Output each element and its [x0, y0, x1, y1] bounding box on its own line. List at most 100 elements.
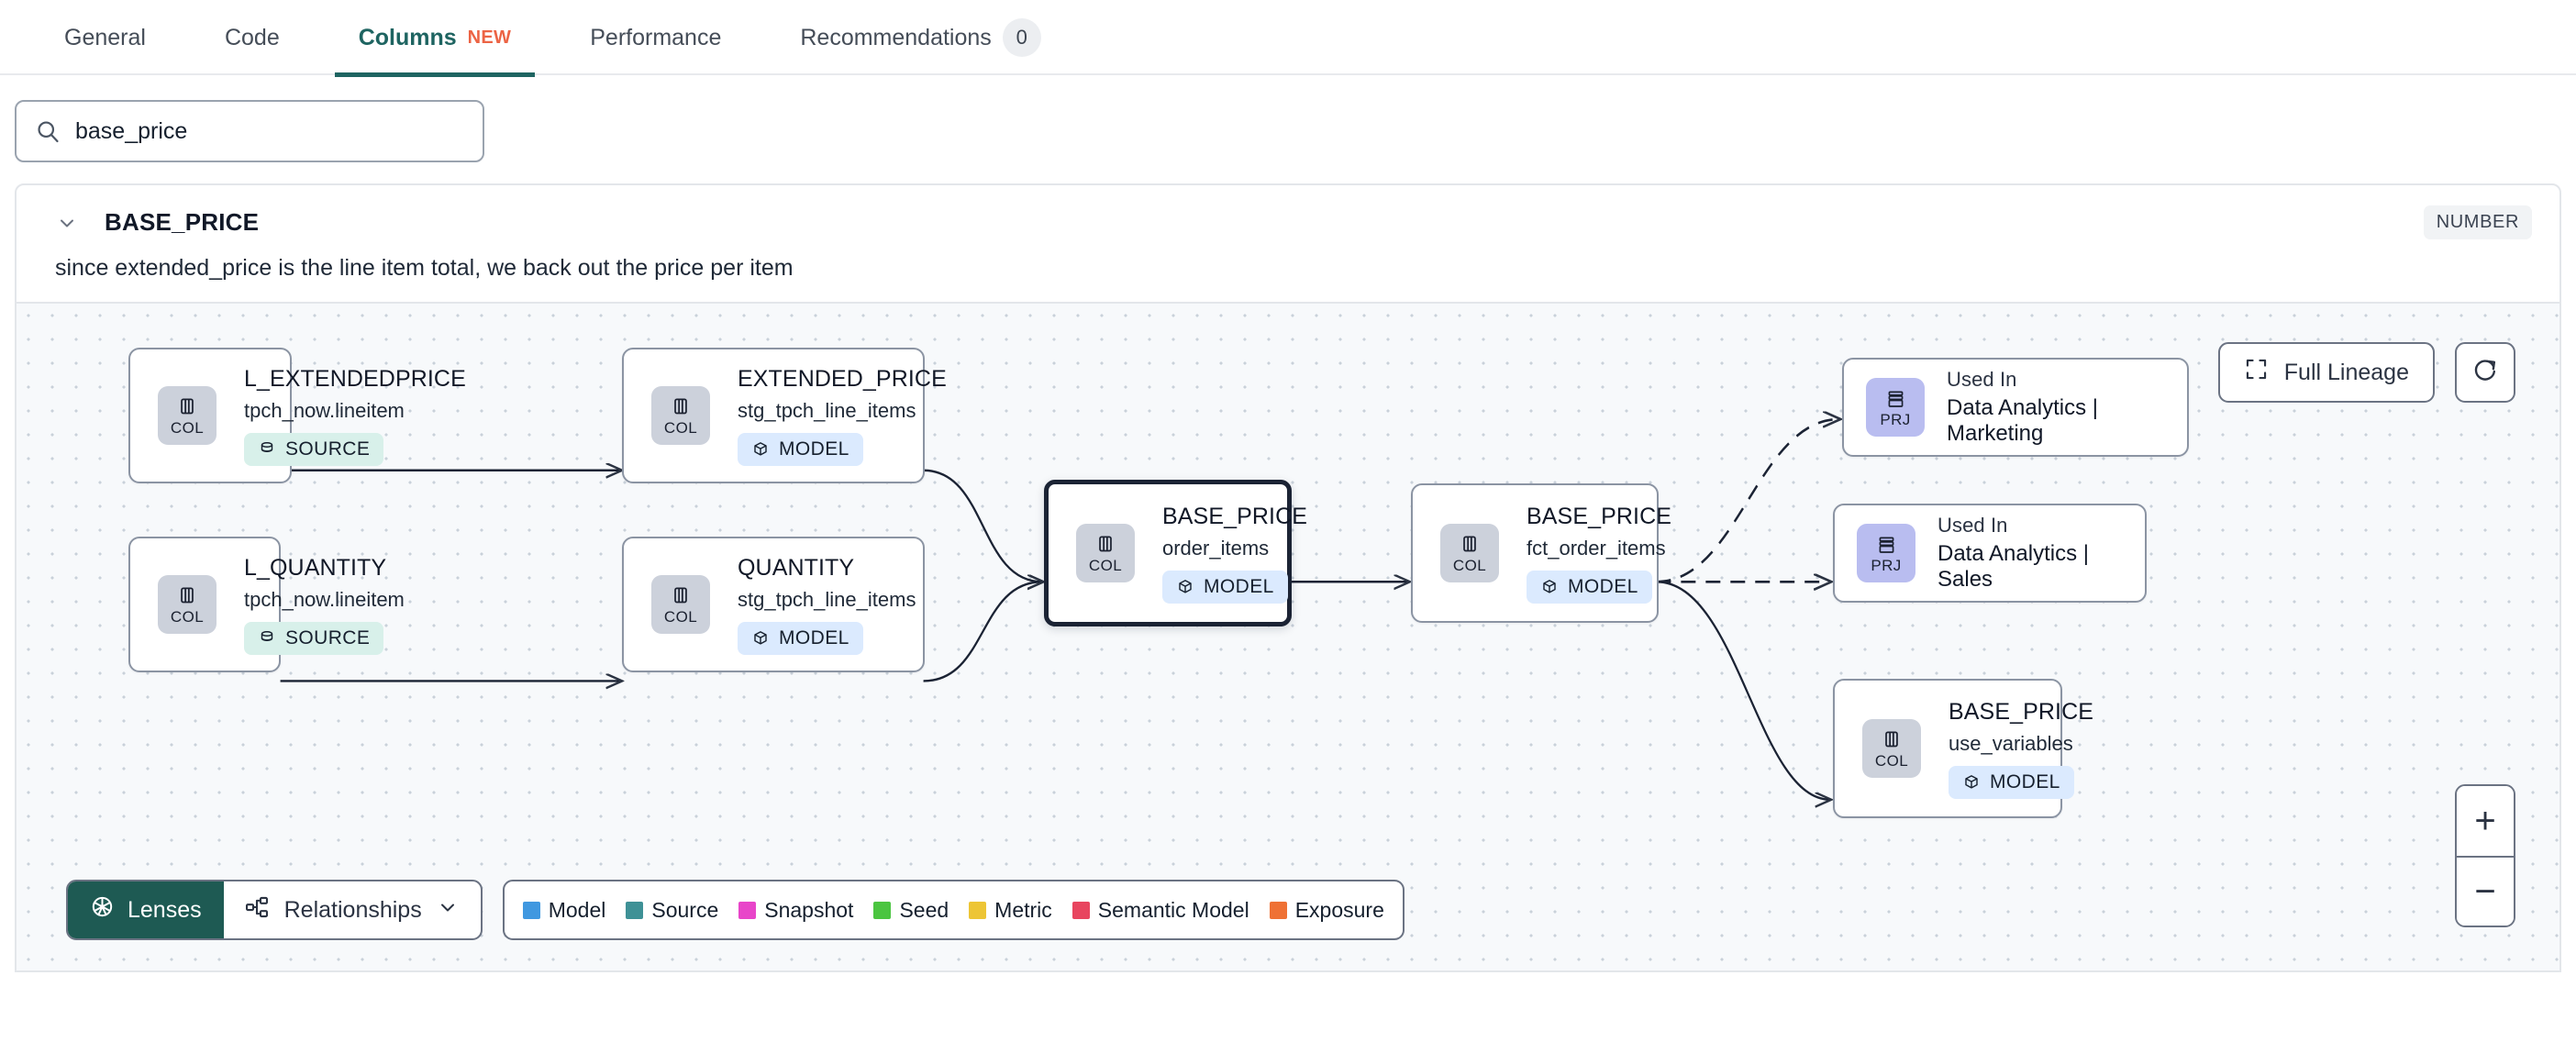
node-subtitle: use_variables — [1949, 731, 2073, 755]
tab-columns-label: Columns — [358, 24, 457, 50]
node-subtitle: stg_tpch_line_items — [738, 587, 916, 611]
lineage-node-project-marketing[interactable]: PRJ Used In Data Analytics | Marketing — [1842, 358, 2189, 457]
legend-swatch — [738, 901, 757, 919]
full-lineage-label: Full Lineage — [2283, 359, 2409, 385]
column-type-badge: NUMBER — [2423, 205, 2532, 239]
database-icon — [261, 630, 273, 641]
node-subtitle: stg_tpch_line_items — [738, 398, 916, 422]
node-chip-wrap: COL — [624, 575, 738, 634]
node-body: L_QUANTITY tpch_now.lineitem SOURCE — [244, 555, 425, 655]
legend-item-semantic-model: Semantic Model — [1071, 898, 1249, 923]
node-type-badge: SOURCE — [244, 432, 384, 466]
column-chip: COL — [1076, 524, 1135, 582]
lineage-node-extended-price[interactable]: COL EXTENDED_PRICE stg_tpch_line_items M… — [622, 348, 947, 483]
tab-general-label: General — [64, 24, 146, 50]
node-title: QUANTITY — [738, 554, 855, 581]
aperture-icon — [90, 894, 115, 926]
column-chip: COL — [158, 386, 217, 445]
node-title: BASE_PRICE — [1162, 503, 1308, 529]
search-box[interactable] — [15, 100, 484, 162]
tab-recommendations[interactable]: Recommendations 0 — [776, 0, 1064, 75]
tab-performance[interactable]: Performance — [566, 0, 745, 75]
node-type-badge-label: SOURCE — [285, 626, 371, 648]
column-detail-card: BASE_PRICE NUMBER since extended_price i… — [15, 183, 2561, 972]
chevron-down-icon — [437, 896, 459, 925]
lineage-node-base-price-fct-order-items[interactable]: COL BASE_PRICE fct_order_items MODEL — [1411, 483, 1671, 623]
zoom-in-button[interactable]: + — [2457, 786, 2514, 856]
tab-code-label: Code — [224, 24, 280, 50]
chip-label: COL — [663, 608, 698, 626]
chip-label: PRJ — [1880, 410, 1911, 428]
lineage-node-base-price-use-variables[interactable]: COL BASE_PRICE use_variables MODEL — [1833, 679, 2093, 818]
node-type-badge: MODEL — [1949, 765, 2074, 799]
refresh-icon — [2471, 356, 2499, 390]
search-area — [0, 75, 2576, 162]
archive-icon — [1879, 537, 1893, 553]
lineage-canvas[interactable]: COL L_EXTENDEDPRICE tpch_now.lineitem SO… — [17, 302, 2559, 970]
node-title: BASE_PRICE — [1949, 698, 2094, 725]
node-chip-wrap: COL — [130, 575, 244, 634]
node-type-badge-label: MODEL — [779, 626, 849, 648]
node-body: Used In Data Analytics | Marketing — [1947, 368, 2187, 447]
node-body: BASE_PRICE fct_order_items MODEL — [1527, 504, 1692, 604]
relationships-dropdown[interactable]: Relationships — [224, 881, 481, 938]
chip-label: COL — [1874, 752, 1909, 770]
node-chip-wrap: PRJ — [1844, 378, 1947, 437]
chip-label: COL — [170, 608, 205, 626]
tab-general[interactable]: General — [40, 0, 170, 75]
legend-swatch — [1269, 901, 1287, 919]
chip-label: COL — [170, 419, 205, 437]
node-chip-wrap: COL — [624, 386, 738, 445]
full-lineage-button[interactable]: Full Lineage — [2217, 342, 2435, 403]
lineage-bottom-bar: Lenses Relationships — [66, 880, 1405, 940]
legend-item-snapshot: Snapshot — [738, 898, 853, 923]
legend-item-metric: Metric — [969, 898, 1052, 923]
tab-code[interactable]: Code — [201, 0, 304, 75]
node-body: Used In Data Analytics | Sales — [1938, 514, 2145, 593]
lineage-node-l-extendedprice[interactable]: COL L_EXTENDEDPRICE tpch_now.lineitem SO… — [128, 348, 466, 483]
node-title: L_QUANTITY — [244, 554, 387, 581]
lineage-legend: Model Source Snapshot Seed Metric — [502, 880, 1405, 940]
column-chip: COL — [158, 575, 217, 634]
node-type-badge: MODEL — [738, 621, 863, 655]
legend-swatch — [626, 901, 644, 919]
column-chip: COL — [651, 386, 710, 445]
tab-performance-label: Performance — [590, 24, 722, 50]
node-title: Used In — [1938, 514, 2008, 537]
lineage-node-project-sales[interactable]: PRJ Used In Data Analytics | Sales — [1833, 504, 2147, 603]
node-title: EXTENDED_PRICE — [738, 365, 947, 392]
chevron-down-icon[interactable] — [55, 211, 79, 235]
cube-icon — [754, 630, 767, 645]
chip-label: PRJ — [1871, 556, 1902, 574]
lineage-node-l-quantity[interactable]: COL L_QUANTITY tpch_now.lineitem SOURCE — [128, 537, 405, 672]
chip-label: COL — [1088, 557, 1123, 574]
lineage-node-base-price-order-items[interactable]: COL BASE_PRICE order_items MODEL — [1044, 480, 1307, 626]
database-icon — [261, 441, 273, 452]
search-input[interactable] — [75, 117, 464, 145]
hierarchy-icon — [244, 894, 270, 926]
node-type-badge: MODEL — [1527, 570, 1652, 604]
refresh-button[interactable] — [2455, 342, 2515, 403]
legend-label: Source — [651, 897, 719, 922]
column-chip: COL — [1440, 524, 1499, 582]
tab-columns[interactable]: Columns NEW — [334, 0, 536, 77]
column-description: since extended_price is the line item to… — [55, 255, 794, 281]
legend-label: Model — [548, 897, 606, 922]
node-subtitle: tpch_now.lineitem — [244, 398, 405, 422]
node-chip-wrap: COL — [1049, 524, 1162, 582]
legend-item-seed: Seed — [873, 898, 949, 923]
cube-icon — [1179, 579, 1192, 593]
archive-icon — [1888, 391, 1903, 407]
node-body: BASE_PRICE order_items MODEL — [1162, 504, 1327, 604]
lineage-node-quantity[interactable]: COL QUANTITY stg_tpch_line_items MODEL — [622, 537, 925, 672]
zoom-out-button[interactable]: − — [2457, 856, 2514, 926]
node-type-badge: MODEL — [738, 432, 863, 466]
legend-item-exposure: Exposure — [1269, 898, 1384, 923]
relationships-label: Relationships — [283, 896, 422, 923]
expand-icon — [2244, 357, 2269, 388]
zoom-controls: + − — [2455, 784, 2515, 927]
node-subtitle: Data Analytics | Marketing — [1947, 395, 2098, 446]
lenses-relationships-group: Lenses Relationships — [66, 880, 483, 940]
lenses-button[interactable]: Lenses — [68, 881, 224, 938]
legend-swatch — [522, 901, 540, 919]
